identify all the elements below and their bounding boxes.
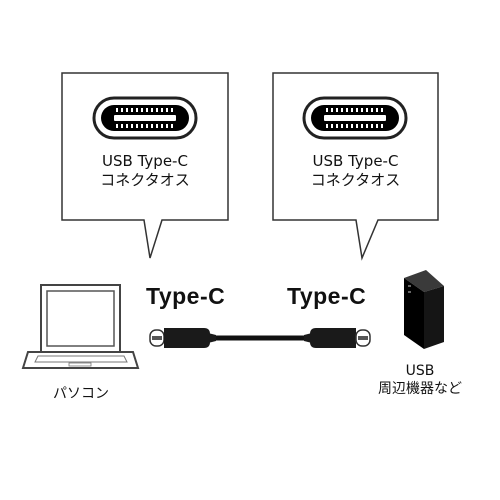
left-type-c-label: Type-C: [146, 283, 226, 309]
peripheral-caption-line1: USB: [405, 363, 435, 379]
left-callout-line1: USB Type-C: [102, 152, 188, 170]
peripheral-caption: USB 周辺機器など: [360, 362, 480, 398]
usb-c-port-icon: [302, 96, 408, 140]
right-callout-text: USB Type-C コネクタオス: [273, 152, 438, 190]
right-callout-line2: コネクタオス: [310, 171, 401, 189]
usb-c-cable-icon: [149, 328, 371, 348]
left-callout-text: USB Type-C コネクタオス: [62, 152, 228, 190]
laptop-icon: [21, 284, 140, 369]
peripheral-caption-line2: 周辺機器など: [378, 381, 462, 397]
left-callout-line2: コネクタオス: [100, 171, 190, 189]
pc-caption: パソコン: [53, 386, 109, 402]
tower-device-icon: [404, 270, 444, 349]
usb-c-port-icon: [92, 96, 198, 140]
right-type-c-label: Type-C: [287, 283, 367, 309]
right-callout-line1: USB Type-C: [312, 152, 399, 170]
